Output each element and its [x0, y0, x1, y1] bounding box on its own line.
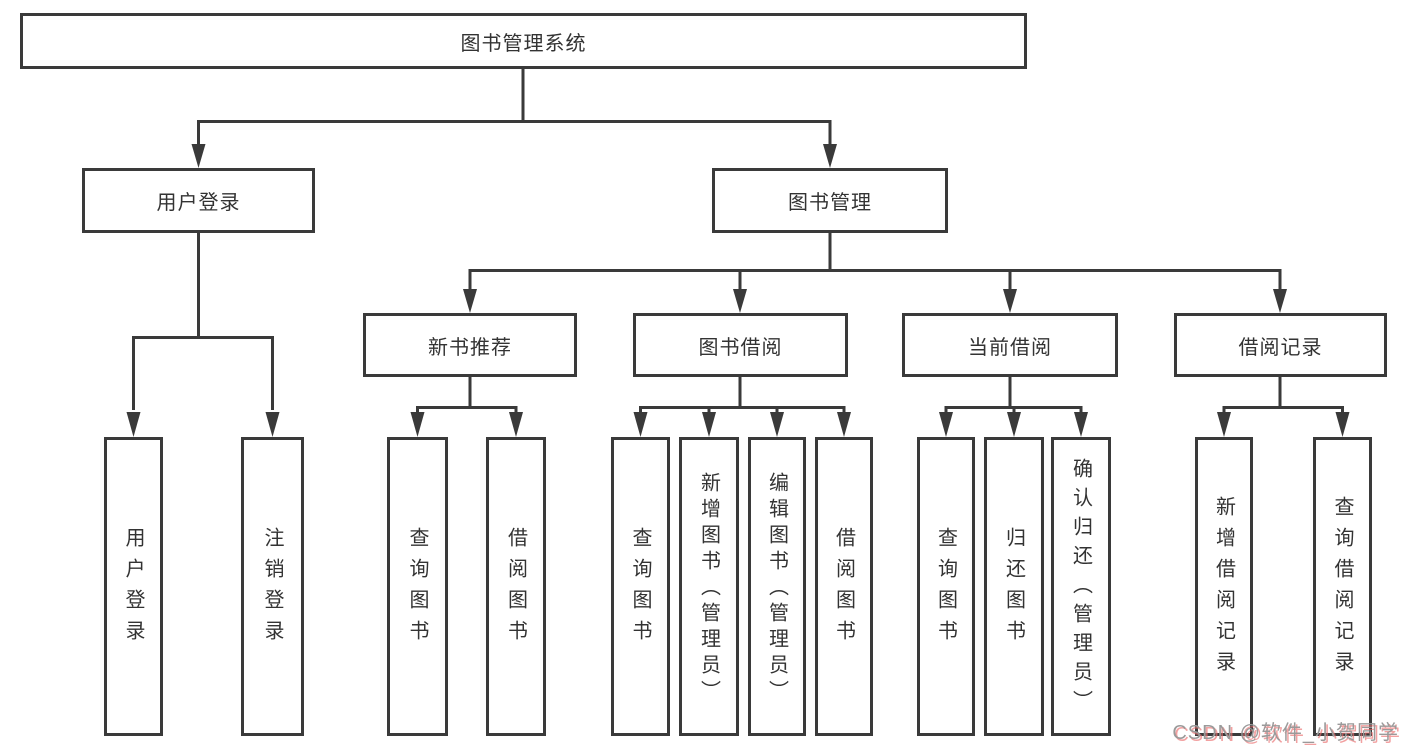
arrowhead-icon: [509, 412, 523, 437]
connector-current-borrow-to-leaves: [939, 377, 1088, 437]
connector-borrow-record-to-leaves: [1217, 377, 1350, 437]
leaf-return-books: 归还图书: [984, 437, 1044, 736]
connector-user-login-to-leaves: [126, 233, 280, 437]
connector-book-borrow-to-leaves: [633, 377, 851, 437]
leaf-edit-books-admin: 编辑图书（管理员）: [748, 437, 806, 736]
arrowhead-icon: [837, 412, 851, 437]
csdn-watermark: CSDN @软件_小贺同学: [1172, 722, 1399, 744]
node-root-system: 图书管理系统: [20, 13, 1027, 69]
leaf-confirm-return-admin: 确认归还（管理员）: [1051, 437, 1111, 736]
arrowhead-icon: [1217, 412, 1231, 437]
arrowhead-icon: [770, 412, 784, 437]
leaf-query-borrow-record: 查询借阅记录: [1313, 437, 1372, 736]
leaf-add-books-admin: 新增图书（管理员）: [679, 437, 739, 736]
leaf-query-books-2: 查询图书: [611, 437, 670, 736]
leaf-query-books-1: 查询图书: [387, 437, 448, 736]
node-book-borrow: 图书借阅: [633, 313, 848, 377]
arrowhead-icon: [410, 412, 425, 437]
leaf-add-borrow-record: 新增借阅记录: [1195, 437, 1253, 736]
arrowhead-icon: [939, 412, 953, 437]
leaf-user-login: 用户登录: [104, 437, 163, 736]
arrowhead-icon: [1273, 289, 1287, 313]
arrowhead-icon: [265, 412, 280, 437]
leaf-query-books-3: 查询图书: [917, 437, 975, 736]
arrowhead-icon: [463, 289, 477, 313]
leaf-borrow-books-1: 借阅图书: [486, 437, 546, 736]
connector-new-book-to-leaves: [410, 377, 523, 437]
arrowhead-icon: [1074, 412, 1088, 437]
arrowhead-icon: [702, 412, 716, 437]
arrowhead-icon: [1335, 412, 1350, 437]
connector-book-management-to-level3: [463, 233, 1287, 313]
leaf-logout: 注销登录: [241, 437, 304, 736]
node-new-book-recommend: 新书推荐: [363, 313, 577, 377]
leaf-borrow-books-2: 借阅图书: [815, 437, 873, 736]
arrowhead-icon: [1003, 289, 1017, 313]
node-borrow-record: 借阅记录: [1174, 313, 1387, 377]
arrowhead-icon: [1007, 412, 1021, 437]
node-book-management: 图书管理: [712, 168, 948, 233]
connector-root-to-level2: [191, 69, 837, 168]
arrowhead-icon: [126, 412, 141, 437]
arrowhead-icon: [733, 289, 747, 313]
arrowhead-icon: [191, 144, 206, 168]
node-current-borrow: 当前借阅: [902, 313, 1118, 377]
arrowhead-icon: [633, 412, 648, 437]
node-user-login: 用户登录: [82, 168, 315, 233]
arrowhead-icon: [823, 144, 837, 168]
